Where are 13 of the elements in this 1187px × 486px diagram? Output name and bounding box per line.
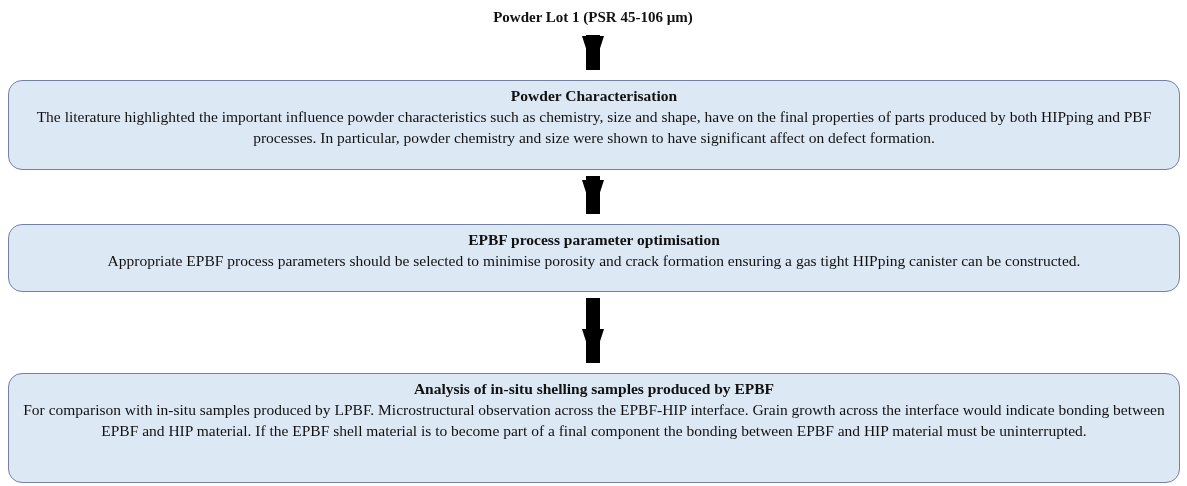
block-arrow: [582, 176, 604, 214]
box-heading: EPBF process parameter optimisation: [467, 230, 721, 250]
block-arrow: [582, 298, 604, 363]
process-box: [8, 80, 1180, 170]
box-heading: Analysis of in-situ shelling samples produced by EPBF: [412, 379, 776, 399]
box-description: Appropriate EPBF process parameters should be selected to minimise porosity and crack formation ensuring a gas tight HIPping canister can be constructed.: [106, 251, 1082, 271]
block-arrow: [582, 35, 604, 70]
box-description: The literature highlighted the important influence powder characteristics such as chemistry, size and shape, have on the final properties of parts produced by both HIPping and PBF processes. In particular, powder chemistry and size were shown to have significant affect on defect formation.: [35, 107, 1153, 148]
input-label: Powder Lot 1 (PSR 45-106 µm): [492, 8, 694, 27]
box-description: For comparison with in-situ samples produced by LPBF. Microstructural observation across the EPBF-HIP interface. Grain growth across the interface would indicate bonding between EPBF and HIP material. If the EPBF shell material is to become part of a final component the bonding between EPBF and HIP material must be uninterrupted.: [22, 400, 1166, 441]
box-heading: Powder Characterisation: [509, 86, 679, 106]
process-box: [8, 224, 1180, 292]
process-box: [8, 373, 1180, 483]
